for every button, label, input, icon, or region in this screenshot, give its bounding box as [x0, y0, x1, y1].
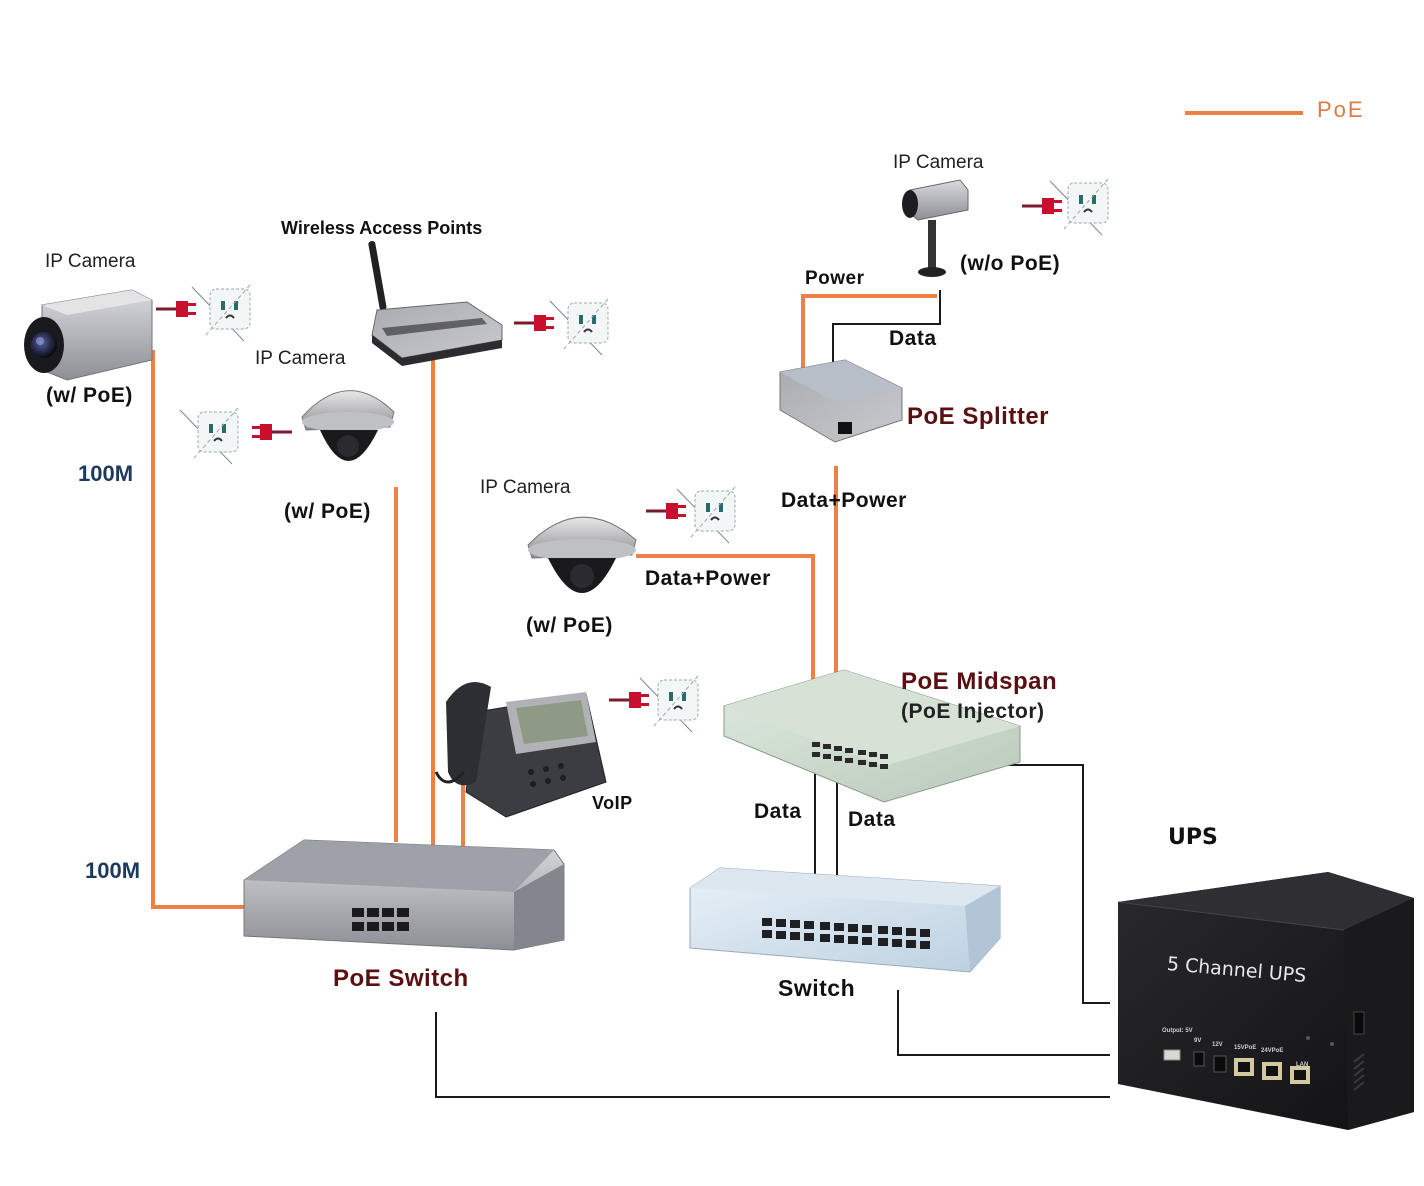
ups-port-label: 12V	[1212, 1042, 1223, 1048]
ip-camera-box-note: (w/ PoE)	[46, 384, 133, 407]
ups-port-label: LAN	[1296, 1062, 1309, 1068]
midspan-switch-data-right-label: Data	[848, 808, 896, 831]
ups-port-label: Output: 5V	[1162, 1028, 1193, 1034]
unplugged-outlet-icon	[191, 284, 251, 342]
midspan-to-camera-label: Data+Power	[645, 567, 771, 590]
poe-splitter-icon[interactable]	[779, 359, 903, 443]
poe-switch-label: PoE Switch	[333, 965, 469, 992]
ip-camera-splitter-note: (w/o PoE)	[960, 252, 1061, 275]
link-splitter-power-camera	[801, 294, 937, 372]
unplugged-outlet-icon	[1049, 178, 1109, 236]
unplugged-outlet-icon	[179, 407, 239, 465]
ip-camera-dome1-label: IP Camera	[255, 348, 346, 369]
ip-camera-box-icon[interactable]	[24, 289, 153, 381]
legend-poe-label: PoE	[1317, 97, 1365, 122]
link-dome2-midspan	[636, 554, 815, 737]
power-plug-icon	[1020, 196, 1064, 216]
ip-camera-bullet-icon[interactable]	[902, 179, 969, 277]
power-plug-icon	[250, 422, 294, 442]
link-splitter-data-camera	[832, 290, 941, 372]
ups-port-label: 9V	[1194, 1038, 1202, 1044]
switch-label: Switch	[778, 975, 856, 1001]
splitter-data-label: Data	[889, 327, 937, 350]
splitter-power-label: Power	[805, 268, 865, 289]
ups-label: UPS	[1168, 825, 1218, 850]
ip-camera-dome2-note: (w/ PoE)	[526, 614, 613, 637]
ip-camera-box-label: IP Camera	[45, 251, 136, 272]
speed-label-top: 100M	[78, 461, 134, 486]
power-plug-icon	[644, 501, 688, 521]
voip-phone-icon[interactable]	[434, 682, 607, 818]
link-poe-switch-ups	[435, 1012, 1110, 1098]
power-plug-icon	[607, 690, 651, 710]
ip-camera-splitter-label: IP Camera	[893, 152, 984, 173]
ups-icon[interactable]	[1117, 872, 1414, 1130]
poe-splitter-label: PoE Splitter	[907, 403, 1050, 430]
poe-midspan-icon[interactable]	[723, 669, 1021, 803]
link-switch-ups	[897, 990, 1110, 1056]
ups-port-labels: Output: 5V 9V 12V 15VPoE 24VPoE LAN	[1158, 1028, 1348, 1068]
data-links	[435, 290, 1110, 1098]
ups-ports	[1163, 1049, 1310, 1084]
midspan-to-splitter-label: Data+Power	[781, 489, 907, 512]
wireless-ap-label: Wireless Access Points	[281, 218, 483, 238]
poe-switch-icon[interactable]	[243, 839, 565, 951]
ip-camera-dome2-label: IP Camera	[480, 477, 571, 498]
poe-midspan-subtitle: (PoE Injector)	[901, 700, 1045, 723]
wireless-access-point-icon[interactable]	[368, 241, 503, 366]
ip-camera-dome-icon[interactable]	[527, 516, 637, 593]
power-plug-icon	[154, 299, 198, 319]
ups-port-label: 24VPoE	[1261, 1048, 1284, 1054]
midspan-switch-data-left-label: Data	[754, 800, 802, 823]
power-plug-icon	[512, 313, 556, 333]
speed-label-bottom: 100M	[85, 858, 141, 883]
ip-camera-dome-icon[interactable]	[301, 390, 395, 461]
link-midspan-ups	[1003, 764, 1110, 1004]
poe-midspan-label: PoE Midspan	[901, 668, 1058, 695]
switch-icon[interactable]	[689, 867, 1001, 973]
ups-port-label: 15VPoE	[1234, 1045, 1257, 1051]
poe-links	[144, 111, 1303, 909]
voip-label: VoIP	[592, 793, 633, 813]
ip-camera-dome1-note: (w/ PoE)	[284, 500, 371, 523]
unplugged-outlet-icon	[549, 298, 609, 356]
